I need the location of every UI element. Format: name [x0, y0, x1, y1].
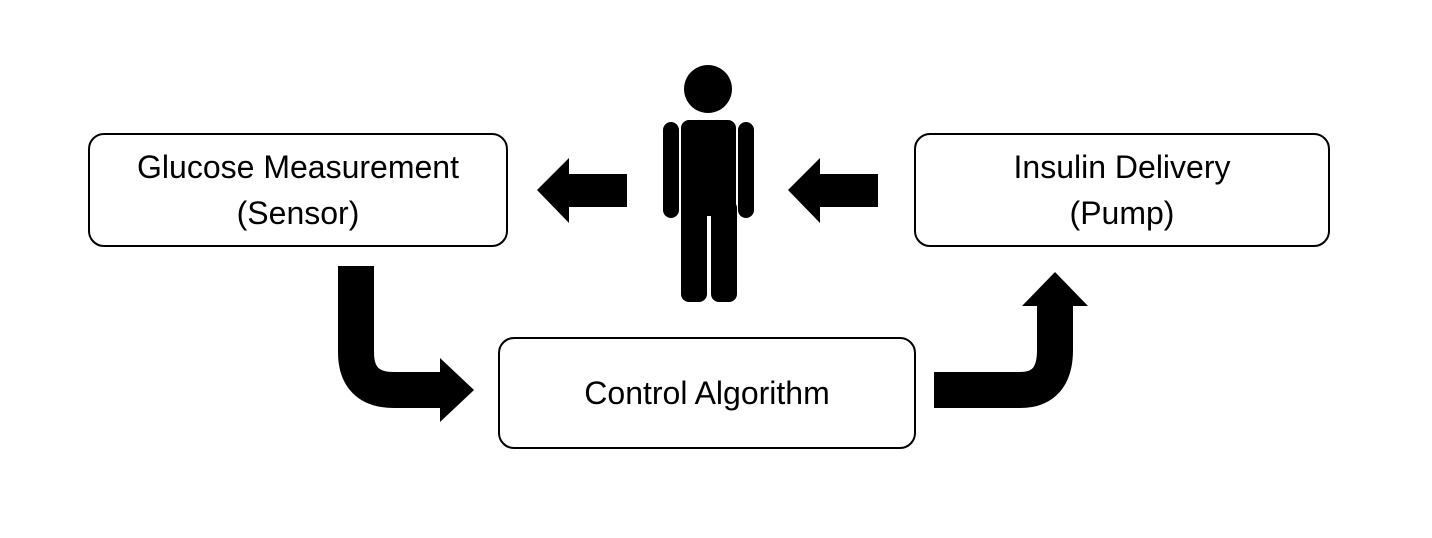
control-box-title: Control Algorithm — [584, 375, 830, 411]
arrow-pump-to-person — [788, 158, 878, 223]
control-algorithm-box: Control Algorithm — [498, 337, 916, 449]
arrow-sensor-to-control — [338, 266, 474, 422]
pump-box-subtitle: (Pump) — [1069, 195, 1175, 231]
pump-box-title: Insulin Delivery — [1013, 149, 1231, 185]
insulin-delivery-pump-box: Insulin Delivery (Pump) — [914, 133, 1330, 247]
arrow-control-to-pump — [934, 272, 1088, 408]
glucose-measurement-sensor-box: Glucose Measurement (Sensor) — [88, 133, 508, 247]
arrow-person-to-sensor — [537, 158, 627, 223]
person-icon — [663, 65, 754, 302]
sensor-box-subtitle: (Sensor) — [236, 195, 360, 231]
sensor-box-title: Glucose Measurement — [137, 149, 459, 185]
